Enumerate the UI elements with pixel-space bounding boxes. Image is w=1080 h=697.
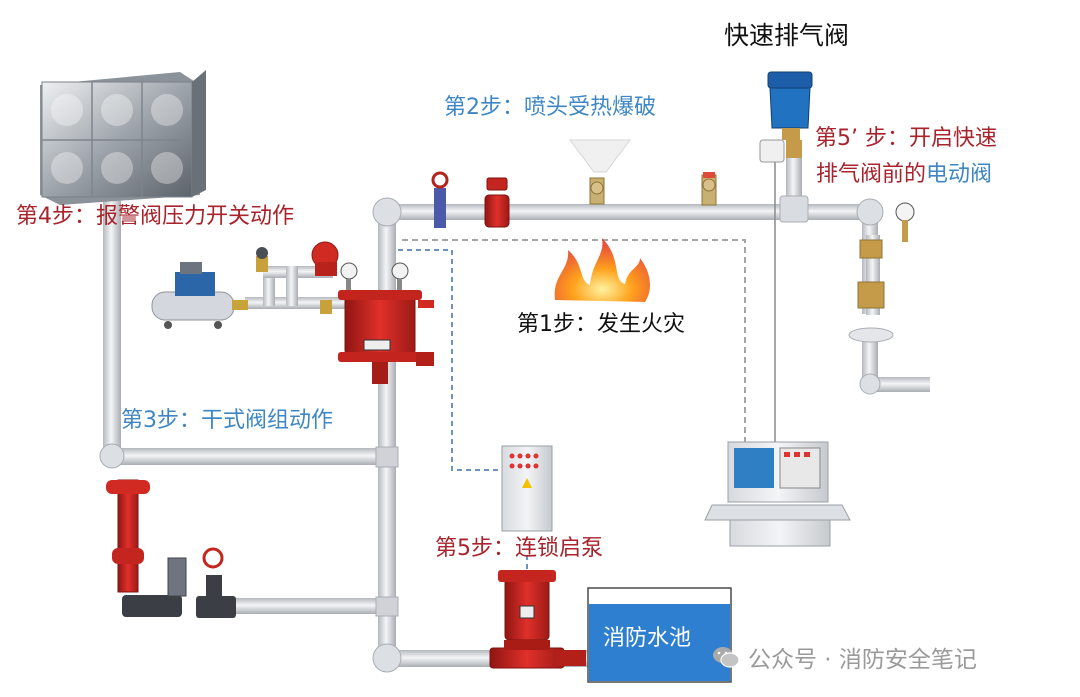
fast-vent-valve xyxy=(759,71,813,163)
step5-prime-line2: 排气阀前的电动阀 xyxy=(816,162,992,187)
drain-outlet xyxy=(868,377,930,392)
watermark: 公众号 · 消防安全笔记 xyxy=(712,640,977,674)
air-line-valves xyxy=(256,247,332,314)
sprinkler-closed xyxy=(701,172,717,206)
tee-step3 xyxy=(375,446,399,468)
tank-down-pipe xyxy=(103,195,121,460)
air-line-4 xyxy=(286,266,298,306)
drain-elbow xyxy=(859,373,881,395)
fire-icon xyxy=(554,238,650,302)
step3-label: 第3步：干式阀组动作 xyxy=(121,408,333,433)
fire-pump xyxy=(489,570,586,669)
step5-label: 第5步：连锁启泵 xyxy=(435,536,603,561)
gauge-drain xyxy=(895,202,915,222)
elbow-top-left xyxy=(372,197,402,227)
vent-riser xyxy=(786,155,802,207)
signal-lines xyxy=(398,150,776,575)
step5-prime-line2a: 排气阀前的 xyxy=(816,162,927,187)
elbow-tank xyxy=(99,443,125,469)
signal-line-blue xyxy=(398,249,505,471)
step2-label: 第2步：喷头受热爆破 xyxy=(444,95,656,120)
watermark-text: 公众号 · 消防安全笔记 xyxy=(748,647,977,673)
wechat-icon xyxy=(712,645,740,669)
dry-valve-group xyxy=(311,241,434,384)
step4-label: 第4步：报警阀压力开关动作 xyxy=(16,204,294,229)
sprinkler-burst xyxy=(569,139,631,205)
signal-valve xyxy=(434,188,446,228)
fire-pool xyxy=(587,587,732,683)
step5-prime-line2b: 电动阀 xyxy=(926,162,993,187)
elbow-top-right xyxy=(856,198,884,226)
top-pipe-valves xyxy=(431,171,510,228)
step5-prime-line1: 第5’ 步：开启快速 xyxy=(815,126,997,151)
pool-water xyxy=(589,604,730,681)
signal-line-grey xyxy=(402,239,746,442)
fire-alarm-console xyxy=(704,441,851,547)
air-compressor xyxy=(151,262,248,329)
pump-control-cabinet xyxy=(501,445,553,532)
main-pipe-top xyxy=(390,204,880,220)
tee-adapter xyxy=(375,596,399,617)
drain-devices xyxy=(848,202,915,343)
step1-label: 第1步：发生火灾 xyxy=(517,312,685,337)
elbow-bottom xyxy=(372,643,402,673)
adapter-pipe xyxy=(200,598,395,614)
tank-connect-pipe xyxy=(103,448,395,465)
gauge-right xyxy=(391,262,409,280)
fire-pool-label: 消防水池 xyxy=(603,626,692,651)
vent-tee xyxy=(779,195,809,223)
gate-valve-red xyxy=(484,194,510,228)
water-tank xyxy=(40,70,206,205)
quick-vent-valve-title: 快速排气阀 xyxy=(724,21,850,50)
gauge-left xyxy=(340,262,358,280)
pump-adapter xyxy=(106,479,236,618)
